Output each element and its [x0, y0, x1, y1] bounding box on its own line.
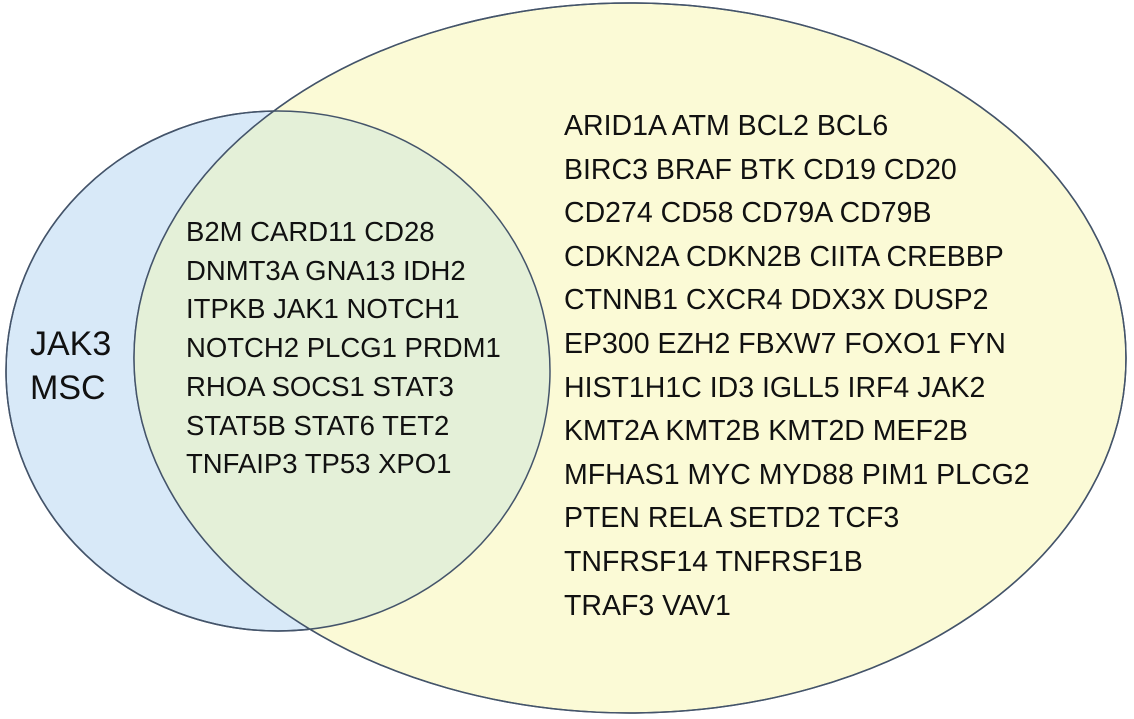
gene-line: PTEN RELA SETD2 TCF3 — [564, 502, 900, 535]
gene-line: STAT5B STAT6 TET2 — [186, 409, 450, 441]
left-only-genes: JAK3 MSC — [30, 322, 111, 410]
gene-line: KMT2A KMT2B KMT2D MEF2B — [564, 415, 968, 448]
overlap-region — [134, 111, 550, 631]
gene-line: CDKN2A CDKN2B CIITA CREBBP — [564, 240, 1004, 273]
gene-line: HIST1H1C ID3 IGLL5 IRF4 JAK2 — [564, 371, 986, 404]
gene-line: TNFRSF14 TNFRSF1B — [564, 545, 863, 578]
right-set-outline — [133, 2, 1127, 714]
left-set-outline — [5, 110, 551, 632]
gene-line: CTNNB1 CXCR4 DDX3X DUSP2 — [564, 284, 989, 317]
gene-line: BIRC3 BRAF BTK CD19 CD20 — [564, 153, 957, 186]
gene-line: RHOA SOCS1 STAT3 — [186, 370, 454, 402]
gene-line: NOTCH2 PLCG1 PRDM1 — [186, 332, 501, 364]
gene-label: JAK3 — [30, 325, 112, 363]
gene-line: TNFAIP3 TP53 XPO1 — [186, 448, 452, 480]
overlap-genes: B2M CARD11 CD28 DNMT3A GNA13 IDH2 ITPKB … — [186, 213, 501, 484]
gene-line: EP300 EZH2 FBXW7 FOXO1 FYN — [564, 327, 1006, 360]
gene-line: DNMT3A GNA13 IDH2 — [186, 254, 466, 286]
gene-line: TRAF3 VAV1 — [564, 589, 731, 622]
gene-label: MSC — [30, 369, 106, 407]
gene-line: CD274 CD58 CD79A CD79B — [564, 197, 932, 230]
gene-line: MFHAS1 MYC MYD88 PIM1 PLCG2 — [564, 458, 1030, 491]
right-only-genes: ARID1A ATM BCL2 BCL6 BIRC3 BRAF BTK CD19… — [564, 105, 1030, 628]
gene-line: ITPKB JAK1 NOTCH1 — [186, 293, 460, 325]
gene-line: ARID1A ATM BCL2 BCL6 — [564, 110, 889, 142]
gene-line: B2M CARD11 CD28 — [186, 216, 435, 247]
